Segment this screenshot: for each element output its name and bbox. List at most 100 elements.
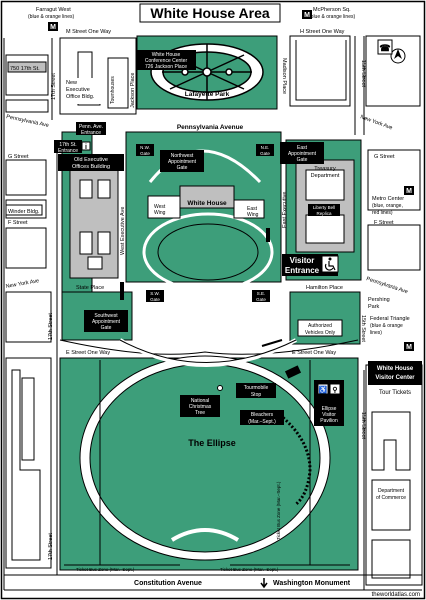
street-g-west: G Street xyxy=(8,154,29,160)
label-authorized-2: Vehicles Only xyxy=(305,330,336,336)
street-e-east: E Street One Way xyxy=(292,350,336,356)
metro-mcpherson: McPherson Sq. (blue & orange lines) M xyxy=(302,7,355,20)
label-commerce-2: of Commerce xyxy=(376,495,406,501)
label-ellipse-pav-3: Pavilion xyxy=(320,418,338,424)
label-sw-appt-1: Southwest xyxy=(94,313,118,319)
label-nw-gate-1: N.W. xyxy=(140,145,150,150)
street-f-west: F Street xyxy=(8,220,28,226)
phone-icon: ☎ xyxy=(377,39,393,55)
street-15th-bottom: 15th Street xyxy=(360,412,366,439)
street-g-east: G Street xyxy=(374,154,395,160)
street-h-one-way: H Street One Way xyxy=(300,29,345,35)
label-east-appt-3: Gate xyxy=(297,157,308,163)
street-17th-mid: 17th Street xyxy=(48,313,54,340)
metro-farragut-name: Farragut West xyxy=(36,7,71,13)
label-east-appt-1: East xyxy=(297,145,308,151)
label-eeob-2: Offices Building xyxy=(72,164,110,170)
label-17th-entrance-1: 17th St. xyxy=(59,142,76,148)
label-pershing-1: Pershing xyxy=(368,297,390,303)
west-blocks xyxy=(3,35,423,591)
metro-center-name: Metro Center xyxy=(372,196,404,202)
treasury-building xyxy=(295,159,355,253)
label-visitor-center-2: Visitor Center xyxy=(375,375,415,381)
street-constitution: Constitution Avenue xyxy=(134,580,202,587)
street-state-place: State Place xyxy=(76,285,104,291)
svg-text:M: M xyxy=(304,12,310,19)
label-sw-appt-2: Appointment xyxy=(92,319,121,325)
label-the-ellipse: The Ellipse xyxy=(188,438,236,448)
old-executive-building xyxy=(69,167,119,279)
label-winder: Winder Bldg. xyxy=(8,209,40,215)
svg-text:M: M xyxy=(50,24,56,31)
street-e-west: E Street One Way xyxy=(66,350,110,356)
metro-triangle-lines-1: (blue & orange xyxy=(370,323,403,329)
label-ellipse-pav-1: Ellipse xyxy=(322,406,337,412)
wheelchair-icon xyxy=(321,255,339,273)
label-pershing-2: Park xyxy=(368,304,380,310)
street-f-east: F Street xyxy=(374,220,394,226)
label-ticket-zone-left: Ticket Bus Zone (Mar.–Sept.) xyxy=(76,567,135,572)
label-750-17th: 750 17th St. xyxy=(10,66,40,72)
label-penn-entrance-1: Penn. Ave. xyxy=(79,124,103,130)
label-ne-gate-1: N.E. xyxy=(261,145,270,150)
street-jackson-place: Jackson Place xyxy=(130,73,136,108)
white-house-building xyxy=(147,185,265,219)
street-17th-top: 17th Street xyxy=(51,73,57,100)
lafayette-park-label: Lafayette Park xyxy=(185,91,230,98)
label-east-wing-2: Wing xyxy=(247,212,259,218)
bleachers-curve xyxy=(279,413,312,507)
svg-text:⚲: ⚲ xyxy=(332,386,337,394)
label-neob-3: Office Bldg. xyxy=(66,94,95,100)
label-white-house: White House xyxy=(187,200,227,207)
label-penn-entrance-2: Entrance xyxy=(81,130,101,136)
street-15th-top: 15th Street xyxy=(360,60,366,87)
map-title: White House Area xyxy=(150,5,269,21)
metro-center-lines-2: red lines) xyxy=(372,210,393,216)
label-ticket-zone-right: Ticket Bus Zone (Mar.–Sept.) xyxy=(276,481,281,540)
label-ellipse-pav-2: Visitor xyxy=(322,412,336,418)
street-m-one-way: M Street One Way xyxy=(66,29,111,35)
label-17th-entrance-2: Entrance xyxy=(58,148,78,154)
label-se-gate-1: S.E. xyxy=(257,291,266,296)
metro-farragut-lines: (blue & orange lines) xyxy=(28,14,74,20)
svg-text:i: i xyxy=(85,144,87,151)
white-house-grounds xyxy=(142,149,274,292)
restroom-icon: ♿ ⚲ xyxy=(317,383,341,395)
label-neob-1: New xyxy=(66,80,77,86)
label-eeob-1: Old Executive xyxy=(74,157,108,163)
label-nw-appt-3: Gate xyxy=(177,165,188,171)
street-east-executive: East Executive xyxy=(282,192,288,228)
svg-text:♿: ♿ xyxy=(319,385,328,394)
metro-farragut: Farragut West (blue & orange lines) M xyxy=(28,7,74,31)
label-nw-appt-1: Northwest xyxy=(171,153,194,159)
street-west-executive: West Executive Ave xyxy=(120,207,126,255)
label-nw-gate-2: Gate xyxy=(140,151,150,156)
street-17th-bottom: 17th Street xyxy=(48,533,54,560)
label-sw-appt-3: Gate xyxy=(101,325,112,331)
info-icon: i xyxy=(81,141,91,151)
label-treasury-2: Department xyxy=(311,173,340,179)
washington-monument-label: Washington Monument xyxy=(273,580,351,587)
label-conf-1: White House xyxy=(152,52,181,58)
metro-icon: M M xyxy=(404,186,414,351)
street-hamilton-place: Hamilton Place xyxy=(306,285,343,291)
label-bleachers-2: (Mar.–Sept.) xyxy=(248,419,276,425)
label-sw-gate-2: Gate xyxy=(150,297,160,302)
label-commerce-1: Department xyxy=(378,488,405,494)
svg-text:M: M xyxy=(406,344,412,351)
label-liberty-2: Replica xyxy=(316,211,332,216)
watermark: theworldatlas.com xyxy=(372,592,420,598)
label-xmas-3: Tree xyxy=(195,410,205,416)
label-townhouses: Townhouses xyxy=(110,76,116,104)
label-xmas-1: National xyxy=(191,398,209,404)
street-15th-mid: 15th Street xyxy=(360,315,366,342)
metro-mcpherson-lines: (blue & orange lines) xyxy=(309,14,355,20)
label-treasury-1: Treasury xyxy=(314,166,336,172)
label-tourmobile-1: Tourmobile xyxy=(244,385,269,391)
label-neob-2: Executive xyxy=(66,87,90,93)
svg-text:☎: ☎ xyxy=(379,43,390,53)
label-sw-gate-1: S.W. xyxy=(150,291,160,296)
label-conf-3: 726 Jackson Place xyxy=(145,64,187,70)
label-east-wing-1: East xyxy=(247,206,258,212)
